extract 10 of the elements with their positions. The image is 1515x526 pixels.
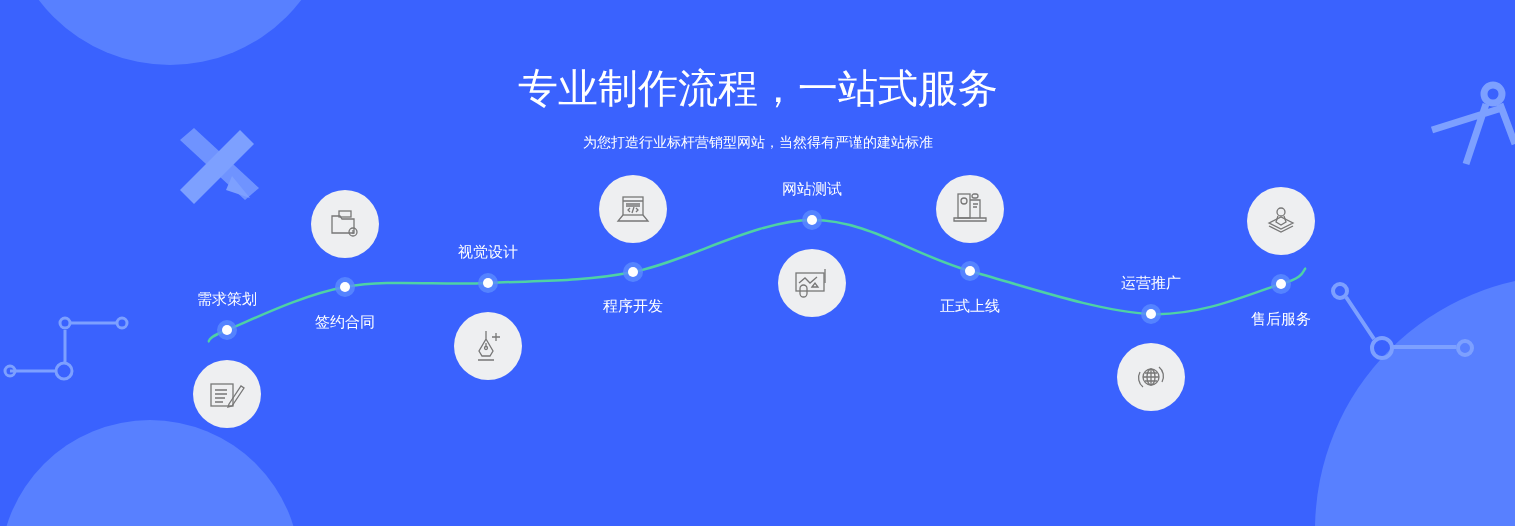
step-label: 正式上线 — [940, 296, 1000, 316]
step-label: 售后服务 — [1251, 309, 1311, 329]
step-label: 需求策划 — [197, 289, 257, 309]
subtitle: 为您打造行业标杆营销型网站，当然得有严谨的建站标准 — [582, 134, 933, 150]
step-label: 签约合同 — [315, 312, 375, 332]
step-label: 程序开发 — [603, 296, 663, 316]
step-label: 视觉设计 — [458, 242, 518, 262]
step-label: 运营推广 — [1121, 273, 1181, 293]
title: 专业制作流程，一站式服务 — [517, 65, 998, 111]
step-label: 网站测试 — [782, 179, 842, 199]
